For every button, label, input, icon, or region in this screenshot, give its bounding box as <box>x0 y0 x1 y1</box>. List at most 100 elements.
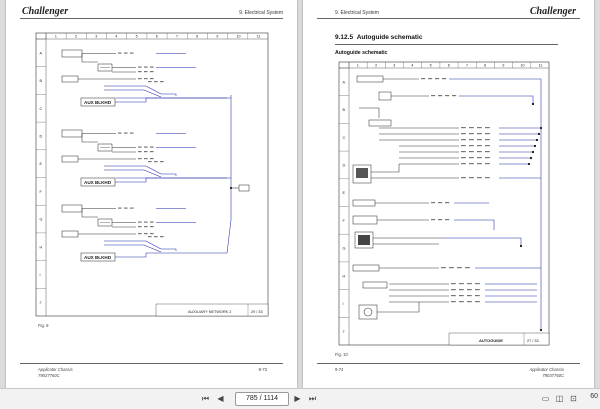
fuse-block <box>61 129 83 138</box>
row-letter: C <box>343 136 346 140</box>
row-letter: G <box>343 247 346 251</box>
footer-rule <box>317 363 580 364</box>
wire-label <box>154 81 158 83</box>
zoom-level[interactable]: 60 <box>590 393 598 400</box>
wire-label <box>445 202 450 204</box>
wire-label <box>438 219 443 221</box>
footer-doc-code: 79037760C <box>38 373 60 378</box>
next-page-icon[interactable]: ▶ <box>294 394 301 403</box>
fuse-block <box>61 204 83 213</box>
wire-label <box>475 295 480 297</box>
title-block-name: AUTOGUIDE <box>479 338 503 343</box>
row-letter: E <box>40 162 43 166</box>
title-block-name: AUXILIARY NETWORK 2 <box>188 310 231 314</box>
wire-label <box>124 52 128 54</box>
section-heading: 9.12.5 Autoguide schematic <box>335 34 422 41</box>
right-page: 9. Electrical System Challenger 9.12.5 A… <box>303 0 594 388</box>
row-letter: G <box>40 218 43 222</box>
wire-label <box>150 221 154 223</box>
wire-label <box>144 158 148 160</box>
row-letter: C <box>40 107 43 111</box>
wire-label <box>431 219 436 221</box>
wire-label <box>451 283 456 285</box>
last-page-icon[interactable]: ⏭ <box>308 394 317 403</box>
wire-label <box>477 163 482 165</box>
column-number: 5 <box>430 64 432 68</box>
wire-label <box>461 163 466 165</box>
heading-text: Autoguide schematic <box>356 34 423 41</box>
fit-page-icon[interactable]: ⊡ <box>570 394 577 403</box>
wire-label <box>421 78 426 80</box>
junction-dot <box>531 102 535 106</box>
title-block <box>155 303 269 317</box>
column-number: 6 <box>156 35 158 39</box>
prev-page-icon[interactable]: ◀ <box>217 394 224 403</box>
wire-label <box>461 177 466 179</box>
wire-label <box>485 145 490 147</box>
wire-label <box>469 127 474 129</box>
wire-label <box>442 78 447 80</box>
wire <box>359 107 380 118</box>
row-letter: H <box>343 274 346 278</box>
wire-label <box>144 146 148 148</box>
wire-label <box>154 161 158 163</box>
row-letter: A <box>40 51 43 55</box>
wire-label <box>451 295 456 297</box>
column-number: 10 <box>237 35 241 39</box>
footer-doc-code: 79037760C <box>542 373 564 378</box>
footer-rule <box>20 363 283 364</box>
wire-label <box>144 78 148 80</box>
wire-label <box>138 71 142 73</box>
wire-label <box>438 202 443 204</box>
junction-dot <box>531 150 535 154</box>
wire-label <box>431 202 436 204</box>
footer-doc-title: Applicator Chassis <box>529 367 564 372</box>
wire-label <box>138 146 142 148</box>
column-number: 11 <box>257 35 261 39</box>
page-indicator-input[interactable]: 785 / 1114 <box>235 392 289 406</box>
wire-label <box>445 95 450 97</box>
row-letter: J <box>343 330 345 334</box>
first-page-icon[interactable]: ⏮ <box>201 394 210 403</box>
aux-blkhd-label: AUX BLKHD <box>84 255 112 260</box>
wire-label <box>150 158 154 160</box>
two-page-icon[interactable]: ◫ <box>555 394 564 403</box>
junction-dot <box>527 162 531 166</box>
wire-label <box>469 145 474 147</box>
sensor-connector <box>352 264 380 272</box>
main-bus <box>226 95 232 254</box>
aux-blkhd-label: AUX BLKHD <box>84 180 112 185</box>
wire-label <box>124 207 128 209</box>
wire-label <box>118 52 122 54</box>
column-number: 2 <box>75 35 77 39</box>
wire-label <box>148 161 152 163</box>
junction-dot <box>539 328 543 332</box>
column-number: 1 <box>357 64 359 68</box>
signal-wire <box>459 95 534 104</box>
fuse-block <box>61 75 79 83</box>
column-number: 8 <box>484 64 486 68</box>
heading-number: 9.12.5 <box>335 34 354 41</box>
wire-label <box>445 219 450 221</box>
row-letter: F <box>343 219 346 223</box>
wire-label <box>467 301 472 303</box>
column-number: 2 <box>375 64 377 68</box>
column-number: 8 <box>196 35 198 39</box>
wire <box>81 208 98 218</box>
row-letter: E <box>343 191 346 195</box>
figure-caption: Fig. 10 <box>335 352 348 357</box>
wire-label <box>138 151 142 153</box>
row-letter: H <box>40 245 43 249</box>
bus-wire <box>115 252 227 258</box>
header-rule <box>317 18 580 19</box>
sensor-icon <box>363 307 373 317</box>
wire-label <box>461 145 466 147</box>
wire-label <box>144 221 148 223</box>
wire-label <box>465 267 470 269</box>
wire-label <box>461 151 466 153</box>
module-connector <box>352 199 376 207</box>
row-letter: I <box>343 302 344 306</box>
wire-label <box>485 177 490 179</box>
single-page-icon[interactable]: ▭ <box>541 394 550 403</box>
